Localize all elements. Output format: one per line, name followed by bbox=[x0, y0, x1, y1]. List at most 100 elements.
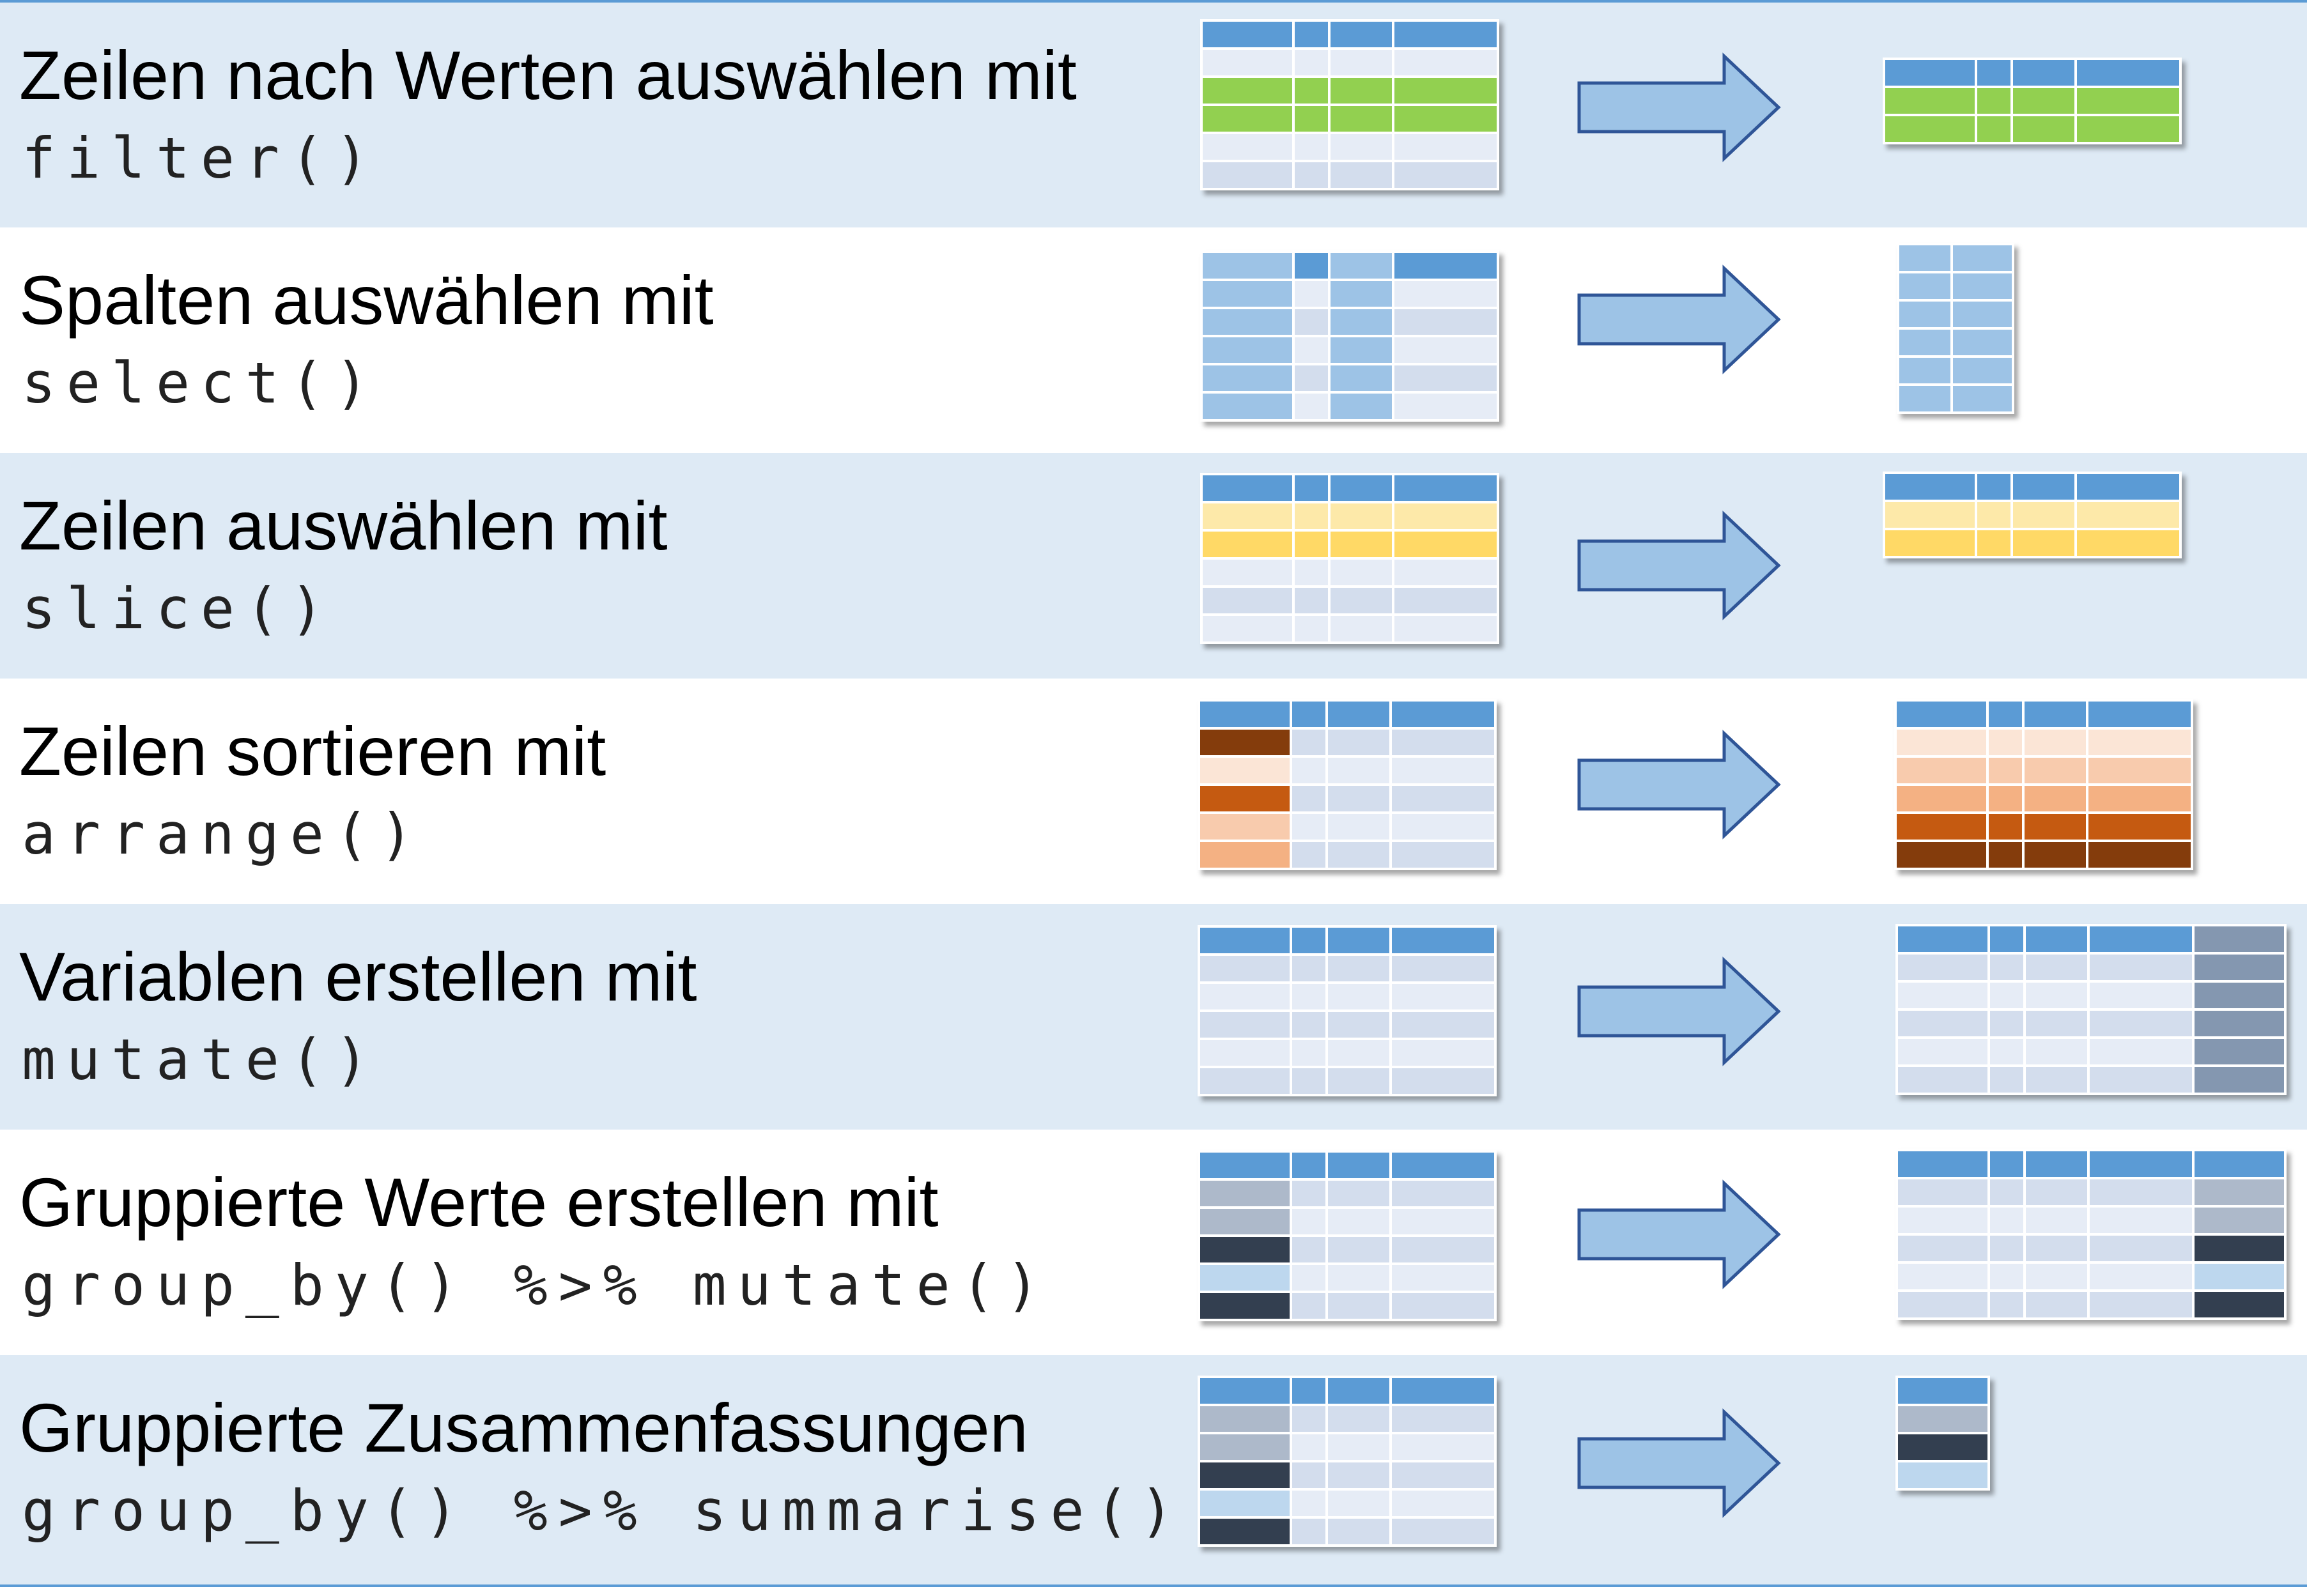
table-header-cell bbox=[1885, 474, 1975, 500]
table-cell bbox=[1295, 78, 1328, 104]
table-cell bbox=[1394, 134, 1497, 160]
table-cell bbox=[1200, 842, 1290, 868]
table-cell bbox=[2026, 1208, 2087, 1233]
table-cell bbox=[2090, 1039, 2192, 1064]
table-cell bbox=[1292, 758, 1325, 783]
table-cell bbox=[1203, 162, 1292, 188]
table-header-cell bbox=[1977, 474, 2010, 500]
table-header-cell bbox=[1898, 926, 1987, 952]
table-header-cell bbox=[2090, 1151, 2192, 1177]
table-cell bbox=[1292, 984, 1325, 1009]
table-cell bbox=[1200, 1181, 1290, 1206]
row-title: Zeilen sortieren mit bbox=[19, 712, 606, 790]
table-cell bbox=[1394, 365, 1497, 391]
row-code: filter() bbox=[22, 125, 380, 191]
table-cell bbox=[1394, 503, 1497, 529]
table-cell bbox=[1897, 842, 1986, 868]
table-header-cell bbox=[1394, 22, 1497, 47]
table-cell bbox=[1203, 337, 1292, 363]
table-cell bbox=[1200, 984, 1290, 1009]
table-header-cell bbox=[2077, 474, 2179, 500]
table-cell bbox=[1897, 786, 1986, 811]
table-header-cell bbox=[1200, 1378, 1290, 1404]
table-cell bbox=[1331, 560, 1392, 585]
table-cell bbox=[2195, 1292, 2284, 1317]
table-cell bbox=[1394, 309, 1497, 335]
table-cell bbox=[1328, 1237, 1389, 1262]
table-header-cell bbox=[1977, 60, 2010, 86]
table-cell bbox=[1392, 758, 1494, 783]
table-cell bbox=[1885, 530, 1975, 556]
table-cell bbox=[1977, 530, 2010, 556]
source-table bbox=[1198, 1376, 1497, 1547]
table-cell bbox=[2077, 116, 2179, 142]
table-cell bbox=[1989, 842, 2022, 868]
table-cell bbox=[1953, 273, 2012, 299]
table-cell bbox=[2077, 502, 2179, 528]
table-cell bbox=[1331, 616, 1392, 641]
source-table bbox=[1198, 699, 1497, 870]
table-cell bbox=[2013, 502, 2074, 528]
row-code: mutate() bbox=[22, 1027, 380, 1093]
table-cell bbox=[1292, 956, 1325, 981]
table-cell bbox=[1203, 365, 1292, 391]
table-cell bbox=[2195, 1039, 2284, 1064]
table-header-cell bbox=[2090, 926, 2192, 952]
table-cell bbox=[1394, 532, 1497, 557]
table-cell bbox=[1328, 956, 1389, 981]
table-cell bbox=[1392, 1040, 1494, 1066]
table-cell bbox=[1328, 1519, 1389, 1544]
table-cell bbox=[1295, 503, 1328, 529]
table-cell bbox=[1990, 955, 2023, 980]
table-cell bbox=[1203, 616, 1292, 641]
table-header-cell bbox=[1203, 22, 1292, 47]
table-cell bbox=[1292, 730, 1325, 755]
table-cell bbox=[1898, 983, 1987, 1008]
table-cell bbox=[1292, 1181, 1325, 1206]
result-table bbox=[1883, 472, 2182, 558]
table-cell bbox=[1292, 1491, 1325, 1516]
table-cell bbox=[1392, 1237, 1494, 1262]
table-cell bbox=[1897, 758, 1986, 783]
table-cell bbox=[1200, 1434, 1290, 1460]
table-cell bbox=[2077, 530, 2179, 556]
table-header-cell bbox=[1392, 702, 1494, 727]
table-header-cell bbox=[1990, 926, 2023, 952]
table-cell bbox=[1953, 330, 2012, 355]
table-cell bbox=[1295, 532, 1328, 557]
table-cell bbox=[2088, 842, 2191, 868]
table-cell bbox=[1328, 814, 1389, 840]
table-cell bbox=[1392, 1181, 1494, 1206]
table-cell bbox=[1295, 616, 1328, 641]
table-cell bbox=[1392, 786, 1494, 811]
table-cell bbox=[1885, 116, 1975, 142]
table-header-cell bbox=[1990, 1151, 2023, 1177]
table-cell bbox=[1990, 1039, 2023, 1064]
table-cell bbox=[1328, 1040, 1389, 1066]
row-title: Gruppierte Zusammenfassungen bbox=[19, 1389, 1028, 1466]
table-cell bbox=[1953, 302, 2012, 327]
table-cell bbox=[1394, 281, 1497, 307]
table-cell bbox=[1990, 1236, 2023, 1261]
table-cell bbox=[2195, 1236, 2284, 1261]
table-cell bbox=[1898, 1208, 1987, 1233]
result-table bbox=[1894, 699, 2193, 870]
table-cell bbox=[1331, 588, 1392, 613]
table-cell bbox=[1328, 758, 1389, 783]
table-cell bbox=[1990, 1179, 2023, 1205]
top-border bbox=[0, 0, 2307, 3]
table-cell bbox=[2195, 1179, 2284, 1205]
table-cell bbox=[1394, 78, 1497, 104]
table-cell bbox=[1328, 730, 1389, 755]
table-cell bbox=[1292, 842, 1325, 868]
table-cell bbox=[1203, 50, 1292, 75]
result-table bbox=[1883, 58, 2182, 144]
row-title: Zeilen nach Werten auswählen mit bbox=[19, 36, 1077, 114]
table-cell bbox=[1898, 955, 1987, 980]
right-arrow-icon bbox=[1577, 956, 1781, 1066]
table-cell bbox=[1292, 1237, 1325, 1262]
table-cell bbox=[1328, 1406, 1389, 1432]
table-cell bbox=[1328, 1265, 1389, 1291]
right-arrow-icon bbox=[1577, 52, 1781, 162]
table-cell bbox=[1295, 281, 1328, 307]
